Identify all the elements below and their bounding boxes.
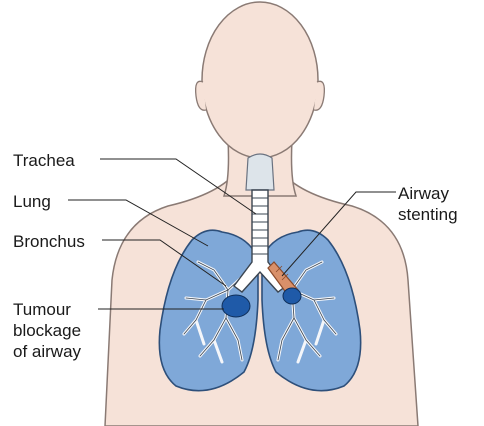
larynx-shape	[246, 154, 274, 190]
label-bronchus: Bronchus	[13, 231, 85, 252]
label-lung: Lung	[13, 191, 51, 212]
label-tumour-line-2: blockage	[13, 320, 81, 341]
head-shape	[202, 2, 318, 158]
label-tumour-line-1: Tumour	[13, 299, 81, 320]
label-tumour-line-3: of airway	[13, 341, 81, 362]
tumour-left	[222, 295, 250, 317]
label-trachea: Trachea	[13, 150, 75, 171]
label-stent-line-1: Airway	[398, 183, 458, 204]
tumour-right	[283, 288, 301, 304]
label-airway-stenting: Airway stenting	[398, 183, 458, 225]
label-stent-line-2: stenting	[398, 204, 458, 225]
label-tumour-blockage: Tumour blockage of airway	[13, 299, 81, 362]
